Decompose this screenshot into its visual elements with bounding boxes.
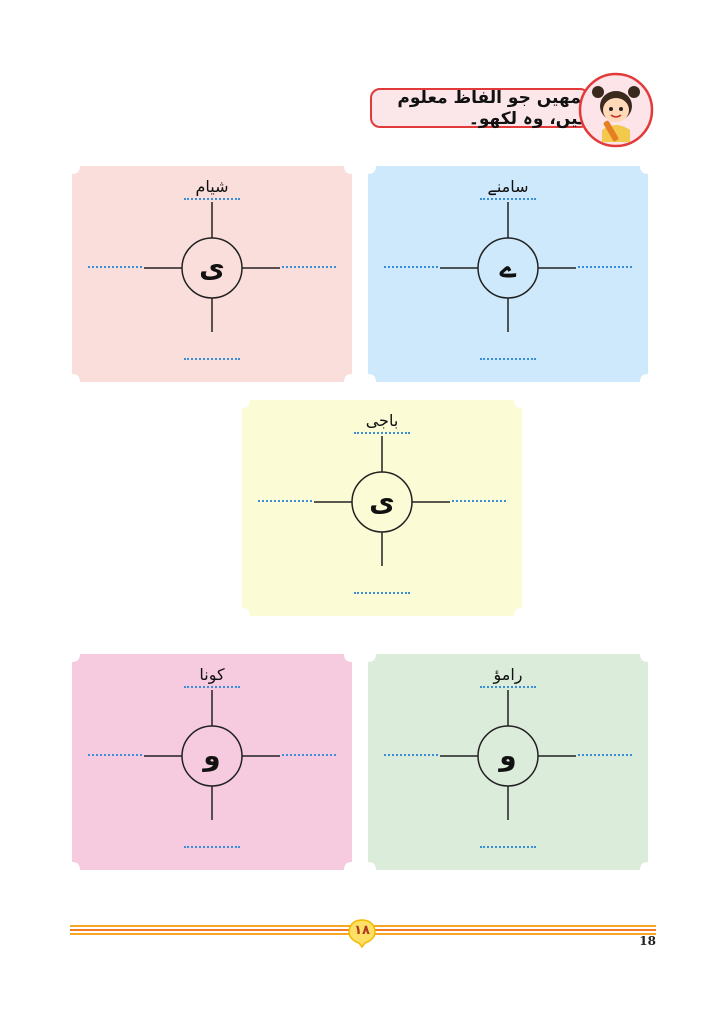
blank-bottom[interactable]	[354, 586, 410, 594]
center-letter: ی	[369, 485, 395, 518]
blank-right[interactable]	[452, 494, 506, 502]
blank-left[interactable]	[88, 260, 142, 268]
center-letter: ی	[199, 251, 225, 284]
blank-left[interactable]	[384, 260, 438, 268]
blank-right[interactable]	[282, 260, 336, 268]
example-word: رامؤ	[493, 665, 523, 684]
blank-top[interactable]	[184, 680, 240, 688]
word-web-card-bottom-right: رامؤ و	[368, 654, 648, 870]
blank-top[interactable]	[354, 426, 410, 434]
center-letter: و	[499, 739, 517, 772]
blank-right[interactable]	[282, 748, 336, 756]
blank-bottom[interactable]	[480, 840, 536, 848]
blank-left[interactable]	[258, 494, 312, 502]
card-background	[368, 166, 648, 382]
blank-right[interactable]	[578, 748, 632, 756]
blank-top[interactable]	[480, 192, 536, 200]
example-word: سامنے	[487, 177, 529, 196]
example-word: کونا	[199, 665, 225, 684]
blank-top[interactable]	[184, 192, 240, 200]
page-badge-number: ۱۸	[354, 923, 370, 938]
card-background	[72, 654, 352, 870]
instruction-banner: تمھیں جو الفاظ معلوم ہیں، وہ لکھو۔	[370, 87, 590, 129]
word-web-card-bottom-left: کونا و	[72, 654, 352, 870]
instruction-text: تمھیں جو الفاظ معلوم ہیں، وہ لکھو۔	[397, 87, 588, 129]
word-web-card-top-right: سامنے ے	[368, 166, 648, 382]
girl-mascot-icon	[578, 72, 654, 148]
card-background	[242, 400, 522, 616]
blank-right[interactable]	[578, 260, 632, 268]
blank-bottom[interactable]	[480, 352, 536, 360]
blank-bottom[interactable]	[184, 352, 240, 360]
example-word: باجی	[365, 411, 399, 430]
center-letter: و	[203, 739, 221, 772]
example-word: شیام	[195, 177, 229, 196]
word-web-card-top-left: شیام ی	[72, 166, 352, 382]
card-background	[72, 166, 352, 382]
word-web-card-middle: باجی ی	[242, 400, 522, 616]
blank-left[interactable]	[384, 748, 438, 756]
blank-bottom[interactable]	[184, 840, 240, 848]
blank-top[interactable]	[480, 680, 536, 688]
page-badge-icon	[348, 919, 376, 948]
card-background	[368, 654, 648, 870]
center-letter: ے	[499, 251, 517, 284]
blank-left[interactable]	[88, 748, 142, 756]
page-number: 18	[639, 934, 656, 948]
